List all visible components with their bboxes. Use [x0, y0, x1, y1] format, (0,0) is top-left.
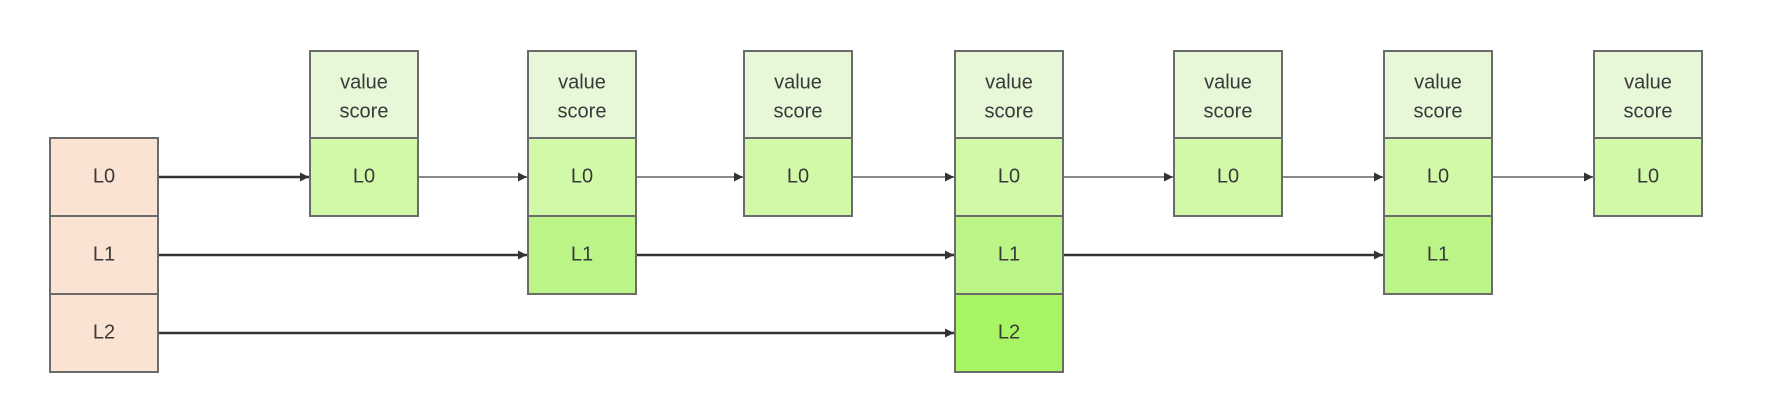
value-score-box: value score	[1593, 50, 1703, 139]
node-level-l0: L0	[1593, 137, 1703, 217]
score-label: score	[985, 100, 1034, 122]
skip-list-nodes: valuescoreL0valuescoreL0L1valuescoreL0va…	[309, 50, 1703, 373]
value-label: value	[1414, 71, 1462, 93]
node-level-l2: L2	[954, 293, 1064, 373]
value-score-box: value score	[1383, 50, 1493, 139]
level-label: L0	[1637, 165, 1659, 187]
level-label: L1	[571, 243, 593, 265]
node-level-l0: L0	[309, 137, 419, 217]
level-label: L0	[1217, 165, 1239, 187]
value-label: value	[985, 71, 1033, 93]
head-level-label: L1	[93, 243, 115, 265]
level-label: L2	[998, 321, 1020, 343]
node-level-l1: L1	[527, 215, 637, 295]
score-label: score	[1414, 100, 1463, 122]
head-level-l2: L2	[49, 293, 159, 373]
head-level-label: L2	[93, 321, 115, 343]
value-label: value	[1624, 71, 1672, 93]
node-level-l0: L0	[1383, 137, 1493, 217]
level-label: L1	[1427, 243, 1449, 265]
value-score-box: value score	[527, 50, 637, 139]
value-score-box: value score	[309, 50, 419, 139]
head-level-label: L0	[93, 165, 115, 187]
value-label: value	[1204, 71, 1252, 93]
score-label: score	[1624, 100, 1673, 122]
pointer-links	[158, 172, 1593, 338]
head-node: L0 L1 L2	[49, 137, 159, 373]
level-label: L0	[998, 165, 1020, 187]
score-label: score	[558, 100, 607, 122]
level-label: L1	[998, 243, 1020, 265]
score-label: score	[1204, 100, 1253, 122]
node-level-l0: L0	[1173, 137, 1283, 217]
node-level-l1: L1	[954, 215, 1064, 295]
value-score-box: value score	[954, 50, 1064, 139]
score-label: score	[340, 100, 389, 122]
node-level-l0: L0	[527, 137, 637, 217]
level-label: L0	[571, 165, 593, 187]
level-label: L0	[1427, 165, 1449, 187]
value-score-box: value score	[1173, 50, 1283, 139]
level-label: L0	[787, 165, 809, 187]
node-level-l0: L0	[954, 137, 1064, 217]
score-label: score	[774, 100, 823, 122]
node-level-l0: L0	[743, 137, 853, 217]
value-label: value	[774, 71, 822, 93]
level-label: L0	[353, 165, 375, 187]
head-level-l0: L0	[49, 137, 159, 217]
value-label: value	[340, 71, 388, 93]
node-level-l1: L1	[1383, 215, 1493, 295]
head-level-l1: L1	[49, 215, 159, 295]
value-score-box: value score	[743, 50, 853, 139]
value-label: value	[558, 71, 606, 93]
